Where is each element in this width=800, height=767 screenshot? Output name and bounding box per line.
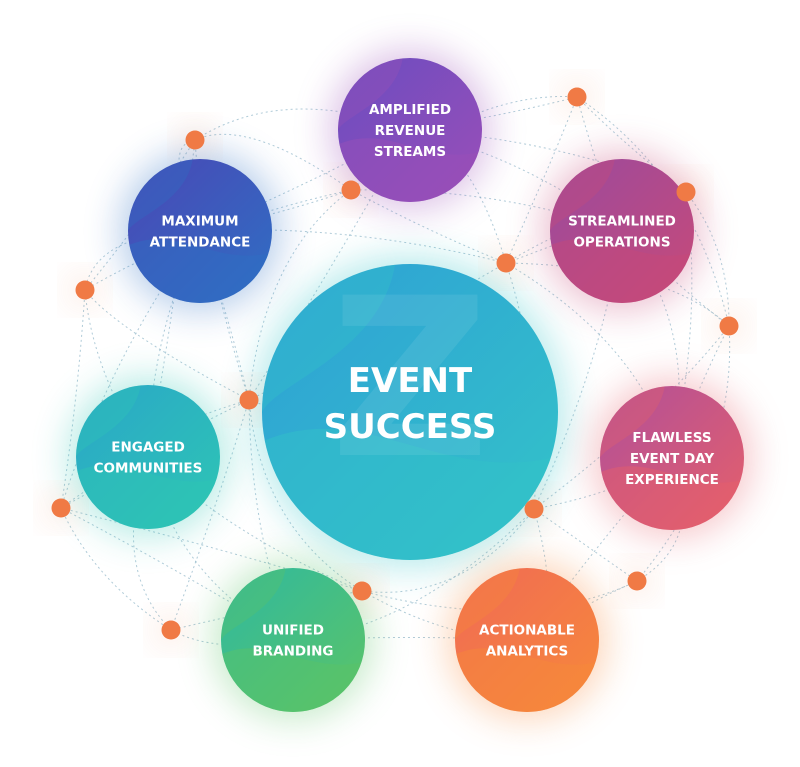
dashed-connection	[248, 189, 352, 401]
wave-shape	[338, 138, 482, 202]
maximum-attendance-label: MAXIMUM	[161, 214, 238, 230]
connector-dot	[185, 130, 205, 150]
dashed-connection	[409, 129, 687, 193]
dashed-connection	[147, 456, 363, 592]
actionable-analytics-label: ANALYTICS	[486, 644, 569, 660]
engaged-communities-circle	[76, 385, 220, 529]
maximum-attendance-node: MAXIMUM ATTENDANCE	[128, 159, 272, 303]
dashed-connection	[84, 289, 149, 458]
event-success-circle	[262, 264, 558, 560]
dashed-connection	[576, 96, 687, 193]
wave-shape	[128, 239, 272, 303]
connector-dot	[567, 87, 587, 107]
logo-watermark: Z	[330, 251, 490, 507]
unified-branding-circle	[221, 568, 365, 712]
connector-dot	[161, 620, 181, 640]
engaged-communities-label: COMMUNITIES	[94, 461, 203, 477]
amplified-revenue-streams-label: STREAMS	[374, 144, 446, 160]
dashed-connection	[361, 590, 528, 641]
connector-dot	[51, 498, 71, 518]
connector-dot	[75, 280, 95, 300]
center-title-line: SUCCESS	[324, 407, 497, 447]
dashed-connection	[361, 580, 638, 611]
wave-shape	[262, 428, 558, 560]
dashed-connection	[576, 96, 730, 327]
flawless-event-day-experience-circle	[600, 386, 744, 530]
engaged-communities-node: ENGAGED COMMUNITIES	[76, 385, 220, 529]
maximum-attendance-circle	[128, 159, 272, 303]
connector-dot	[676, 182, 696, 202]
engaged-communities-label: ENGAGED	[111, 440, 185, 456]
connector-dots	[51, 87, 739, 640]
dashed-connection	[199, 129, 411, 232]
dashed-connection	[505, 191, 687, 264]
dashed-connection	[147, 230, 201, 458]
streamlined-operations-label: OPERATIONS	[573, 235, 670, 251]
dashed-connection	[350, 189, 623, 232]
streamlined-operations-node: STREAMLINED OPERATIONS	[550, 159, 694, 303]
connector-dot	[496, 253, 516, 273]
connector-dot	[352, 581, 372, 601]
dashed-connection	[60, 289, 86, 509]
dashed-connection	[60, 507, 172, 631]
connector-dot	[341, 180, 361, 200]
actionable-analytics-label: ACTIONABLE	[479, 623, 575, 639]
dashed-connection	[199, 229, 507, 264]
unified-branding-label: UNIFIED	[262, 623, 324, 639]
wave-shape	[550, 239, 694, 303]
wave-shape	[221, 648, 365, 712]
flawless-event-day-experience-label: FLAWLESS	[632, 430, 711, 446]
dashed-connection	[533, 325, 730, 510]
connector-dot	[719, 316, 739, 336]
wave-shape	[455, 648, 599, 712]
dashed-connection	[194, 133, 352, 191]
amplified-revenue-streams-circle	[338, 58, 482, 202]
actionable-analytics-circle	[455, 568, 599, 712]
connector-dot	[239, 390, 259, 410]
flawless-event-day-experience-node: FLAWLESS EVENT DAY EXPERIENCE	[600, 386, 744, 530]
dashed-connection	[350, 189, 507, 264]
amplified-revenue-streams-node: AMPLIFIED REVENUE STREAMS	[338, 58, 482, 202]
dashed-connection	[84, 189, 352, 291]
streamlined-operations-circle	[550, 159, 694, 303]
unified-branding-label: BRANDING	[252, 644, 333, 660]
streamlined-operations-label: STREAMLINED	[568, 214, 676, 230]
wave-shape	[76, 465, 220, 529]
dashed-connection	[361, 508, 535, 593]
amplified-revenue-streams-label: AMPLIFIED	[369, 102, 451, 118]
flawless-event-day-experience-label: EXPERIENCE	[625, 472, 719, 488]
dashed-connection	[526, 457, 673, 641]
wave-shape	[600, 466, 744, 530]
connector-dot	[524, 499, 544, 519]
actionable-analytics-node: ACTIONABLE ANALYTICS	[455, 568, 599, 712]
dashed-connection	[170, 399, 250, 631]
maximum-attendance-label: ATTENDANCE	[150, 235, 251, 251]
amplified-revenue-streams-label: REVENUE	[375, 123, 446, 139]
connector-dot	[627, 571, 647, 591]
center-title-line: EVENT	[348, 361, 473, 401]
unified-branding-node: UNIFIED BRANDING	[221, 568, 365, 712]
flawless-event-day-experience-label: EVENT DAY	[630, 451, 714, 467]
dashed-connection	[505, 96, 578, 264]
